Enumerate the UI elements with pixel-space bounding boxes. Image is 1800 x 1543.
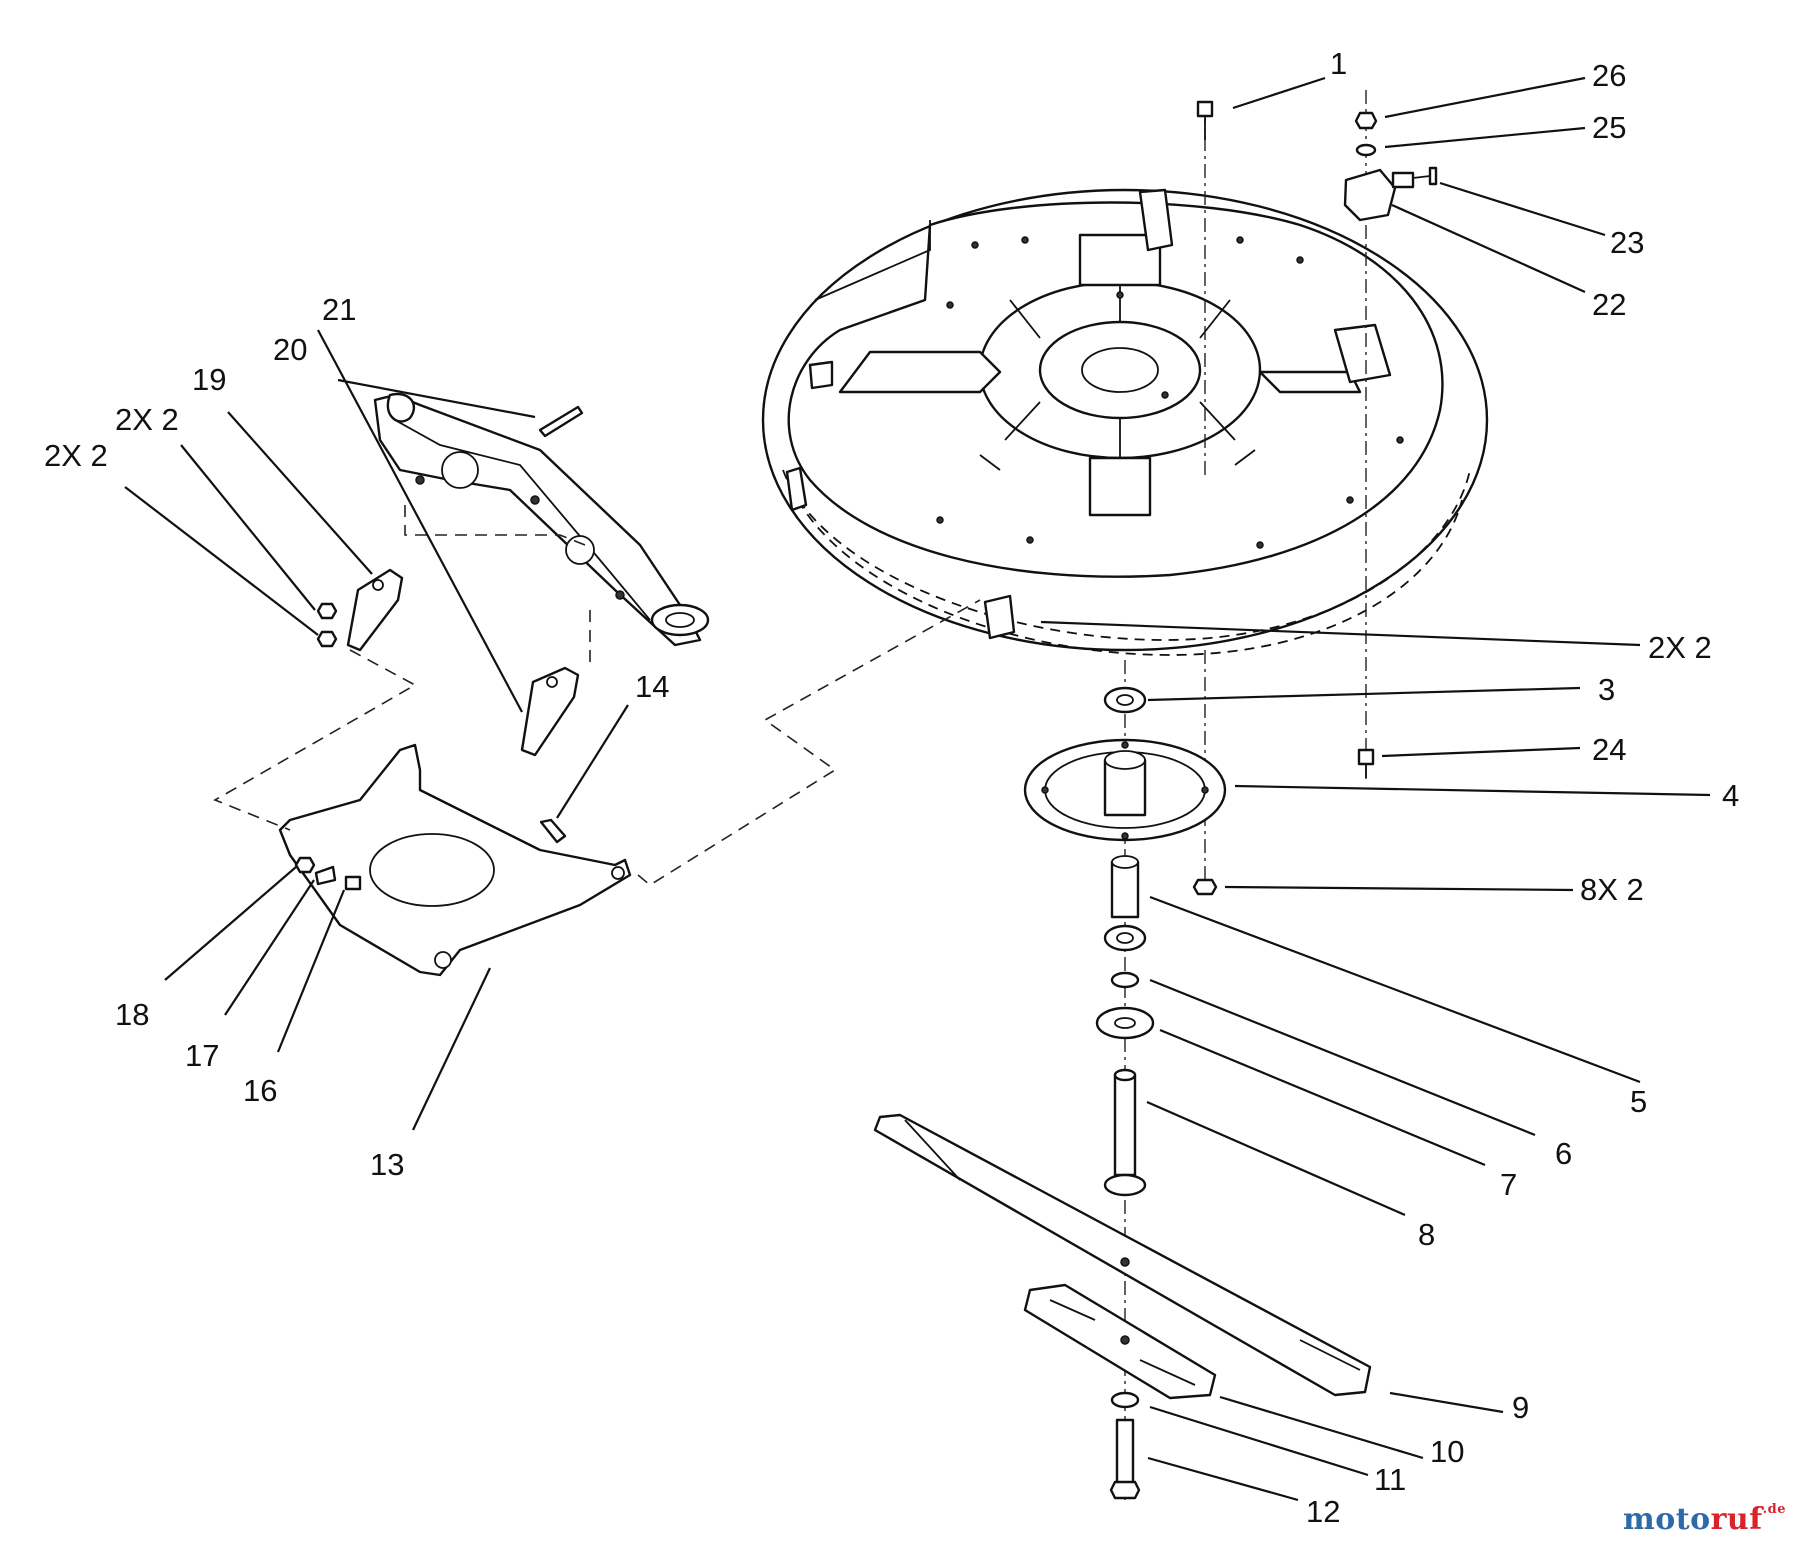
callout-23: 23 [1610,225,1644,260]
callout-25: 25 [1592,110,1626,145]
watermark-ruf: ruf [1710,1502,1763,1537]
deck-bracket-left [785,466,808,512]
callout-26: 26 [1592,58,1626,93]
callout-1: 1 [1330,46,1347,81]
callout-14: 14 [635,669,669,704]
motoruf-watermark: motoruf.de [1623,1502,1786,1537]
callout-19: 19 [192,362,226,397]
lift-arm-assembly [278,392,710,977]
callout-3: 3 [1598,672,1615,707]
callout-20: 20 [273,332,307,367]
callout-8x2: 8X 2 [1580,872,1644,907]
callout-2x2-deck: 2X 2 [1648,630,1712,665]
callout-7: 7 [1500,1167,1517,1202]
callout-6: 6 [1555,1136,1572,1171]
assembly-dashes [213,505,981,886]
top-fastener-stack [1196,90,1438,780]
mower-deck [761,188,1489,656]
deck-bracket-rear [1138,188,1174,252]
spindle-assembly [873,650,1372,1500]
callout-22: 22 [1592,287,1626,322]
deck-bracket-right [1333,323,1392,384]
deck-holes [936,236,1404,549]
callout-2x2-b: 2X 2 [44,438,108,473]
callout-9: 9 [1512,1390,1529,1425]
callout-8: 8 [1418,1217,1435,1252]
callout-2x2-a: 2X 2 [115,402,179,437]
callout-13: 13 [370,1147,404,1182]
callout-labels: 1 26 25 23 22 2X 2 3 24 4 8X 2 5 6 7 8 9… [44,46,1739,1529]
callout-10: 10 [1430,1434,1464,1469]
watermark-tld: .de [1762,1502,1786,1517]
callout-21: 21 [322,292,356,327]
deck-bracket-front [983,594,1016,640]
watermark-moto: moto [1622,1502,1711,1537]
callout-11: 11 [1374,1462,1406,1497]
deck-center-frame [838,233,1362,517]
callout-16: 16 [243,1073,277,1108]
callout-18: 18 [115,997,149,1032]
callout-24: 24 [1592,732,1626,767]
leader-lines [124,76,1711,1502]
callout-5: 5 [1630,1084,1647,1119]
callout-12: 12 [1306,1494,1340,1529]
callout-4: 4 [1722,778,1739,813]
callout-17: 17 [185,1038,219,1073]
